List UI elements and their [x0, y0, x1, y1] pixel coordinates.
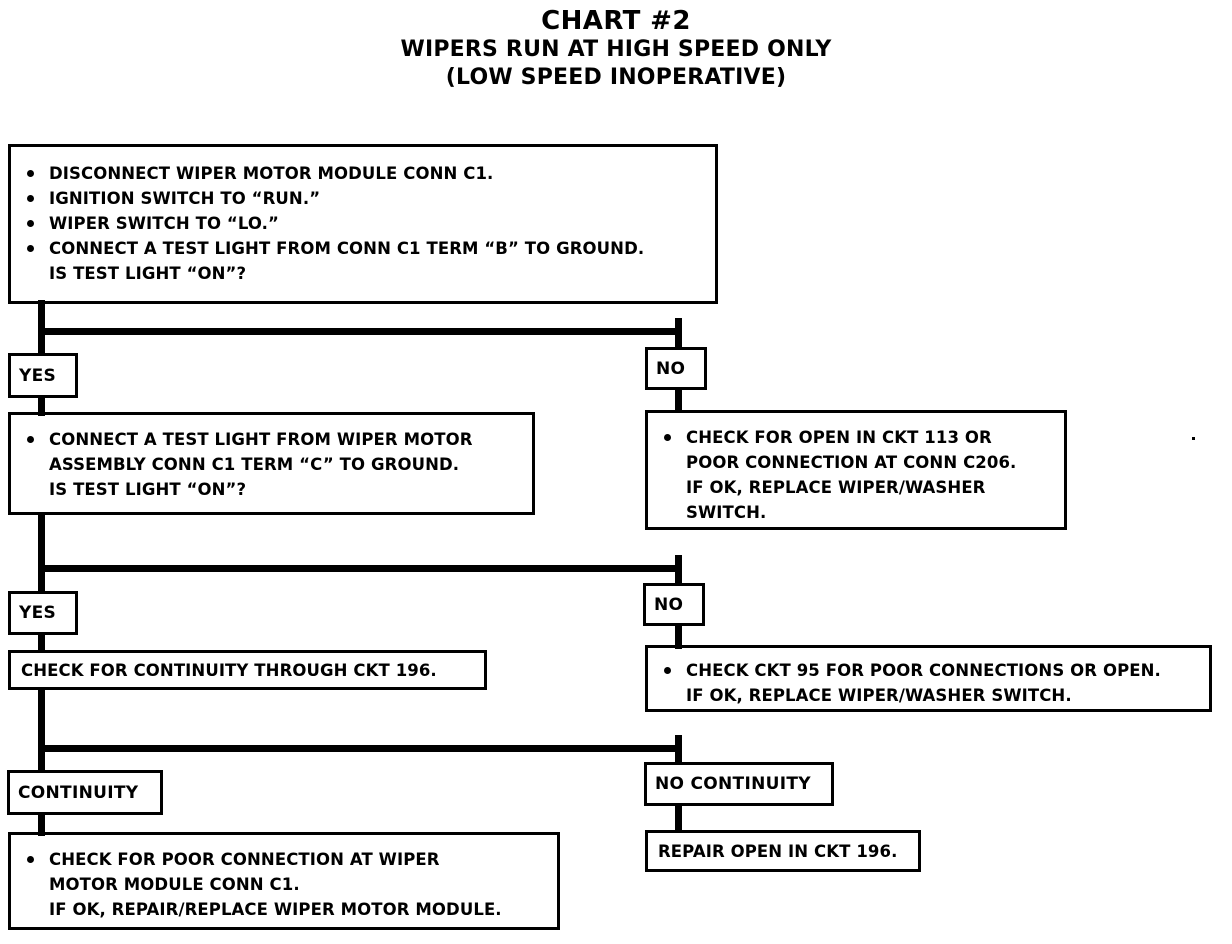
- label-yes-1-text: YES: [19, 365, 57, 386]
- connector-to-yes1: [38, 328, 45, 358]
- result-continuity-text: CHECK FOR POOR CONNECTION AT WIPER: [49, 850, 440, 869]
- connector-step2-down: [38, 512, 45, 572]
- step1-bullet-list: DISCONNECT WIPER MOTOR MODULE CONN C1. I…: [11, 161, 715, 286]
- result-continuity-bullet-list: CHECK FOR POOR CONNECTION AT WIPER MOTOR…: [11, 847, 557, 922]
- connector-no-continuity-down: [675, 800, 682, 832]
- step1-bullet-4-text: CONNECT A TEST LIGHT FROM CONN C1 TERM “…: [49, 239, 645, 258]
- step2-continuation-2: IS TEST LIGHT “ON”?: [49, 480, 247, 499]
- result-continuity-continuation-2: IF OK, REPAIR/REPLACE WIPER MOTOR MODULE…: [49, 900, 502, 919]
- chart-title-block: CHART #2 WIPERS RUN AT HIGH SPEED ONLY (…: [0, 6, 1232, 92]
- step1-bullet-2-text: IGNITION SWITCH TO “RUN.”: [49, 189, 321, 208]
- result-no-continuity-text: REPAIR OPEN IN CKT 196.: [658, 841, 898, 861]
- node-step1: DISCONNECT WIPER MOTOR MODULE CONN C1. I…: [8, 144, 718, 304]
- connector-continuity-down: [38, 810, 45, 836]
- step1-bullet-4-continuation: IS TEST LIGHT “ON”?: [49, 264, 247, 283]
- connector-to-no1: [675, 318, 682, 352]
- scan-artifact-dot: [1192, 437, 1195, 440]
- connector-split-bar-2: [38, 565, 682, 572]
- node-result-no-continuity: REPAIR OPEN IN CKT 196.: [645, 830, 921, 872]
- result-continuity-continuation-1: MOTOR MODULE CONN C1.: [49, 875, 300, 894]
- label-yes-2-text: YES: [19, 603, 57, 623]
- connector-split-bar-3: [38, 745, 682, 752]
- step2-bullet-list: CONNECT A TEST LIGHT FROM WIPER MOTOR AS…: [11, 427, 532, 502]
- node-result-no-2: CHECK CKT 95 FOR POOR CONNECTIONS OR OPE…: [645, 645, 1212, 712]
- label-no-2: NO: [643, 583, 705, 626]
- node-result-no-1: CHECK FOR OPEN IN CKT 113 OR POOR CONNEC…: [645, 410, 1067, 530]
- node-result-continuity: CHECK FOR POOR CONNECTION AT WIPER MOTOR…: [8, 832, 560, 930]
- label-no-continuity: NO CONTINUITY: [644, 762, 834, 806]
- label-yes-1: YES: [8, 353, 78, 398]
- step1-bullet-1: DISCONNECT WIPER MOTOR MODULE CONN C1.: [11, 161, 715, 186]
- connector-no2-down: [675, 621, 682, 649]
- step1-bullet-1-text: DISCONNECT WIPER MOTOR MODULE CONN C1.: [49, 164, 494, 183]
- step2-continuation-1: ASSEMBLY CONN C1 TERM “C” TO GROUND.: [49, 455, 460, 474]
- connector-step3-down: [38, 686, 45, 752]
- result-no-2-bullet: CHECK CKT 95 FOR POOR CONNECTIONS OR OPE…: [648, 658, 1209, 708]
- result-no-1-continuation-3: SWITCH.: [686, 503, 767, 522]
- step1-bullet-3-text: WIPER SWITCH TO “LO.”: [49, 214, 279, 233]
- connector-to-yes2: [38, 565, 45, 595]
- connector-yes2-down: [38, 630, 45, 654]
- result-no-1-continuation-2: IF OK, REPLACE WIPER/WASHER: [686, 478, 986, 497]
- result-no-1-continuation-1: POOR CONNECTION AT CONN C206.: [686, 453, 1017, 472]
- chart-title-line1: CHART #2: [541, 6, 691, 36]
- connector-step1-down: [38, 300, 45, 334]
- result-no-2-bullet-list: CHECK CKT 95 FOR POOR CONNECTIONS OR OPE…: [648, 658, 1209, 708]
- node-step3: CHECK FOR CONTINUITY THROUGH CKT 196.: [8, 650, 487, 690]
- label-no-1-text: NO: [656, 358, 686, 379]
- result-no-1-bullet-list: CHECK FOR OPEN IN CKT 113 OR POOR CONNEC…: [648, 425, 1064, 525]
- label-continuity: CONTINUITY: [7, 770, 163, 815]
- connector-yes1-down: [38, 392, 45, 416]
- result-no-1-text: CHECK FOR OPEN IN CKT 113 OR: [686, 428, 992, 447]
- connector-to-continuity: [38, 745, 45, 775]
- chart-title-line3: (LOW SPEED INOPERATIVE): [445, 65, 787, 90]
- connector-split-bar-1: [38, 328, 682, 335]
- step3-text: CHECK FOR CONTINUITY THROUGH CKT 196.: [21, 660, 437, 680]
- result-no-2-continuation-1: IF OK, REPLACE WIPER/WASHER SWITCH.: [686, 686, 1072, 705]
- connector-to-no2: [675, 555, 682, 587]
- label-no-continuity-text: NO CONTINUITY: [655, 774, 811, 794]
- label-no-2-text: NO: [654, 594, 684, 615]
- label-no-1: NO: [645, 347, 707, 390]
- node-step2: CONNECT A TEST LIGHT FROM WIPER MOTOR AS…: [8, 412, 535, 515]
- result-no-1-bullet: CHECK FOR OPEN IN CKT 113 OR POOR CONNEC…: [648, 425, 1064, 525]
- step2-bullet-1: CONNECT A TEST LIGHT FROM WIPER MOTOR AS…: [11, 427, 532, 502]
- result-continuity-bullet: CHECK FOR POOR CONNECTION AT WIPER MOTOR…: [11, 847, 557, 922]
- connector-no1-down: [675, 386, 682, 410]
- connector-to-no-continuity: [675, 735, 682, 767]
- result-no-2-text: CHECK CKT 95 FOR POOR CONNECTIONS OR OPE…: [686, 661, 1161, 680]
- label-yes-2: YES: [8, 591, 78, 635]
- label-continuity-text: CONTINUITY: [18, 782, 139, 803]
- step1-bullet-3: WIPER SWITCH TO “LO.”: [11, 211, 715, 236]
- step1-bullet-2: IGNITION SWITCH TO “RUN.”: [11, 186, 715, 211]
- step2-bullet-1-text: CONNECT A TEST LIGHT FROM WIPER MOTOR: [49, 430, 473, 449]
- chart-title-line2: WIPERS RUN AT HIGH SPEED ONLY: [400, 37, 832, 62]
- step1-bullet-4: CONNECT A TEST LIGHT FROM CONN C1 TERM “…: [11, 236, 715, 286]
